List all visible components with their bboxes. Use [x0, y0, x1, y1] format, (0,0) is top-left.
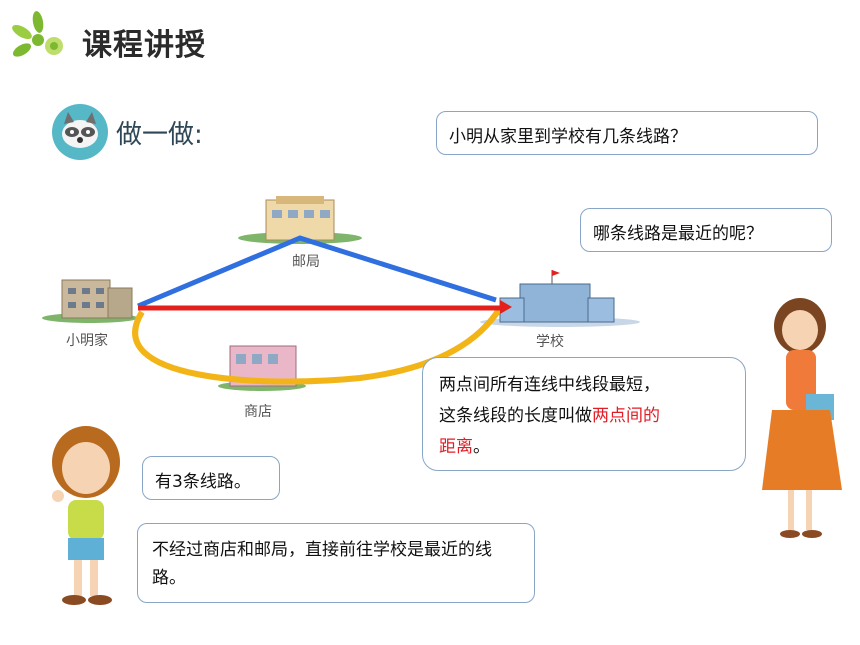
page-title: 课程讲授: [82, 28, 206, 63]
school-building: [480, 270, 640, 327]
raccoon-avatar-icon: [52, 104, 108, 160]
concept-line-1: 两点间所有连线中线段最短，: [439, 375, 660, 395]
concept-line-2: 这条线段的长度叫做两点间的: [439, 401, 729, 432]
concept-line-2-emphasis: 两点间的: [592, 406, 660, 426]
teacher-illustration: [762, 298, 842, 538]
question-shortest-text: 哪条线路是最近的呢？: [593, 224, 763, 244]
concept-line-3: 距离。: [439, 432, 729, 463]
route-via-post-office: [137, 235, 497, 309]
question-routes-bubble: 小明从家里到学校有几条线路？: [436, 111, 818, 155]
concept-line-2-prefix: 这条线段的长度叫做: [439, 406, 592, 426]
post-office-label: 邮局: [292, 254, 320, 270]
home-label: 小明家: [66, 333, 108, 349]
question-shortest-bubble: 哪条线路是最近的呢？: [580, 208, 832, 252]
route-via-store: [132, 306, 503, 385]
distance-concept-bubble: 两点间所有连线中线段最短， 这条线段的长度叫做两点间的 距离。: [422, 357, 746, 471]
concept-line-3-emphasis: 距离: [439, 437, 473, 457]
concept-line-3-suffix: 。: [473, 437, 490, 457]
route-arrowhead: [500, 300, 512, 314]
home-building: [42, 279, 138, 323]
answer-shortest-text: 不经过商店和邮局，直接前往学校是最近的线路。: [152, 540, 492, 588]
route-map: [42, 196, 640, 391]
school-label: 学校: [536, 334, 564, 350]
question-routes-text: 小明从家里到学校有几条线路？: [449, 127, 687, 147]
store-label: 商店: [244, 404, 272, 420]
activity-label: 做一做:: [116, 120, 203, 150]
girl-illustration: [52, 426, 120, 605]
answer-count-bubble: 有3条线路。: [142, 456, 280, 500]
answer-shortest-bubble: 不经过商店和邮局，直接前往学校是最近的线路。: [137, 523, 535, 603]
course-logo-icon: [12, 11, 63, 57]
answer-count-text: 有3条线路。: [155, 472, 251, 492]
